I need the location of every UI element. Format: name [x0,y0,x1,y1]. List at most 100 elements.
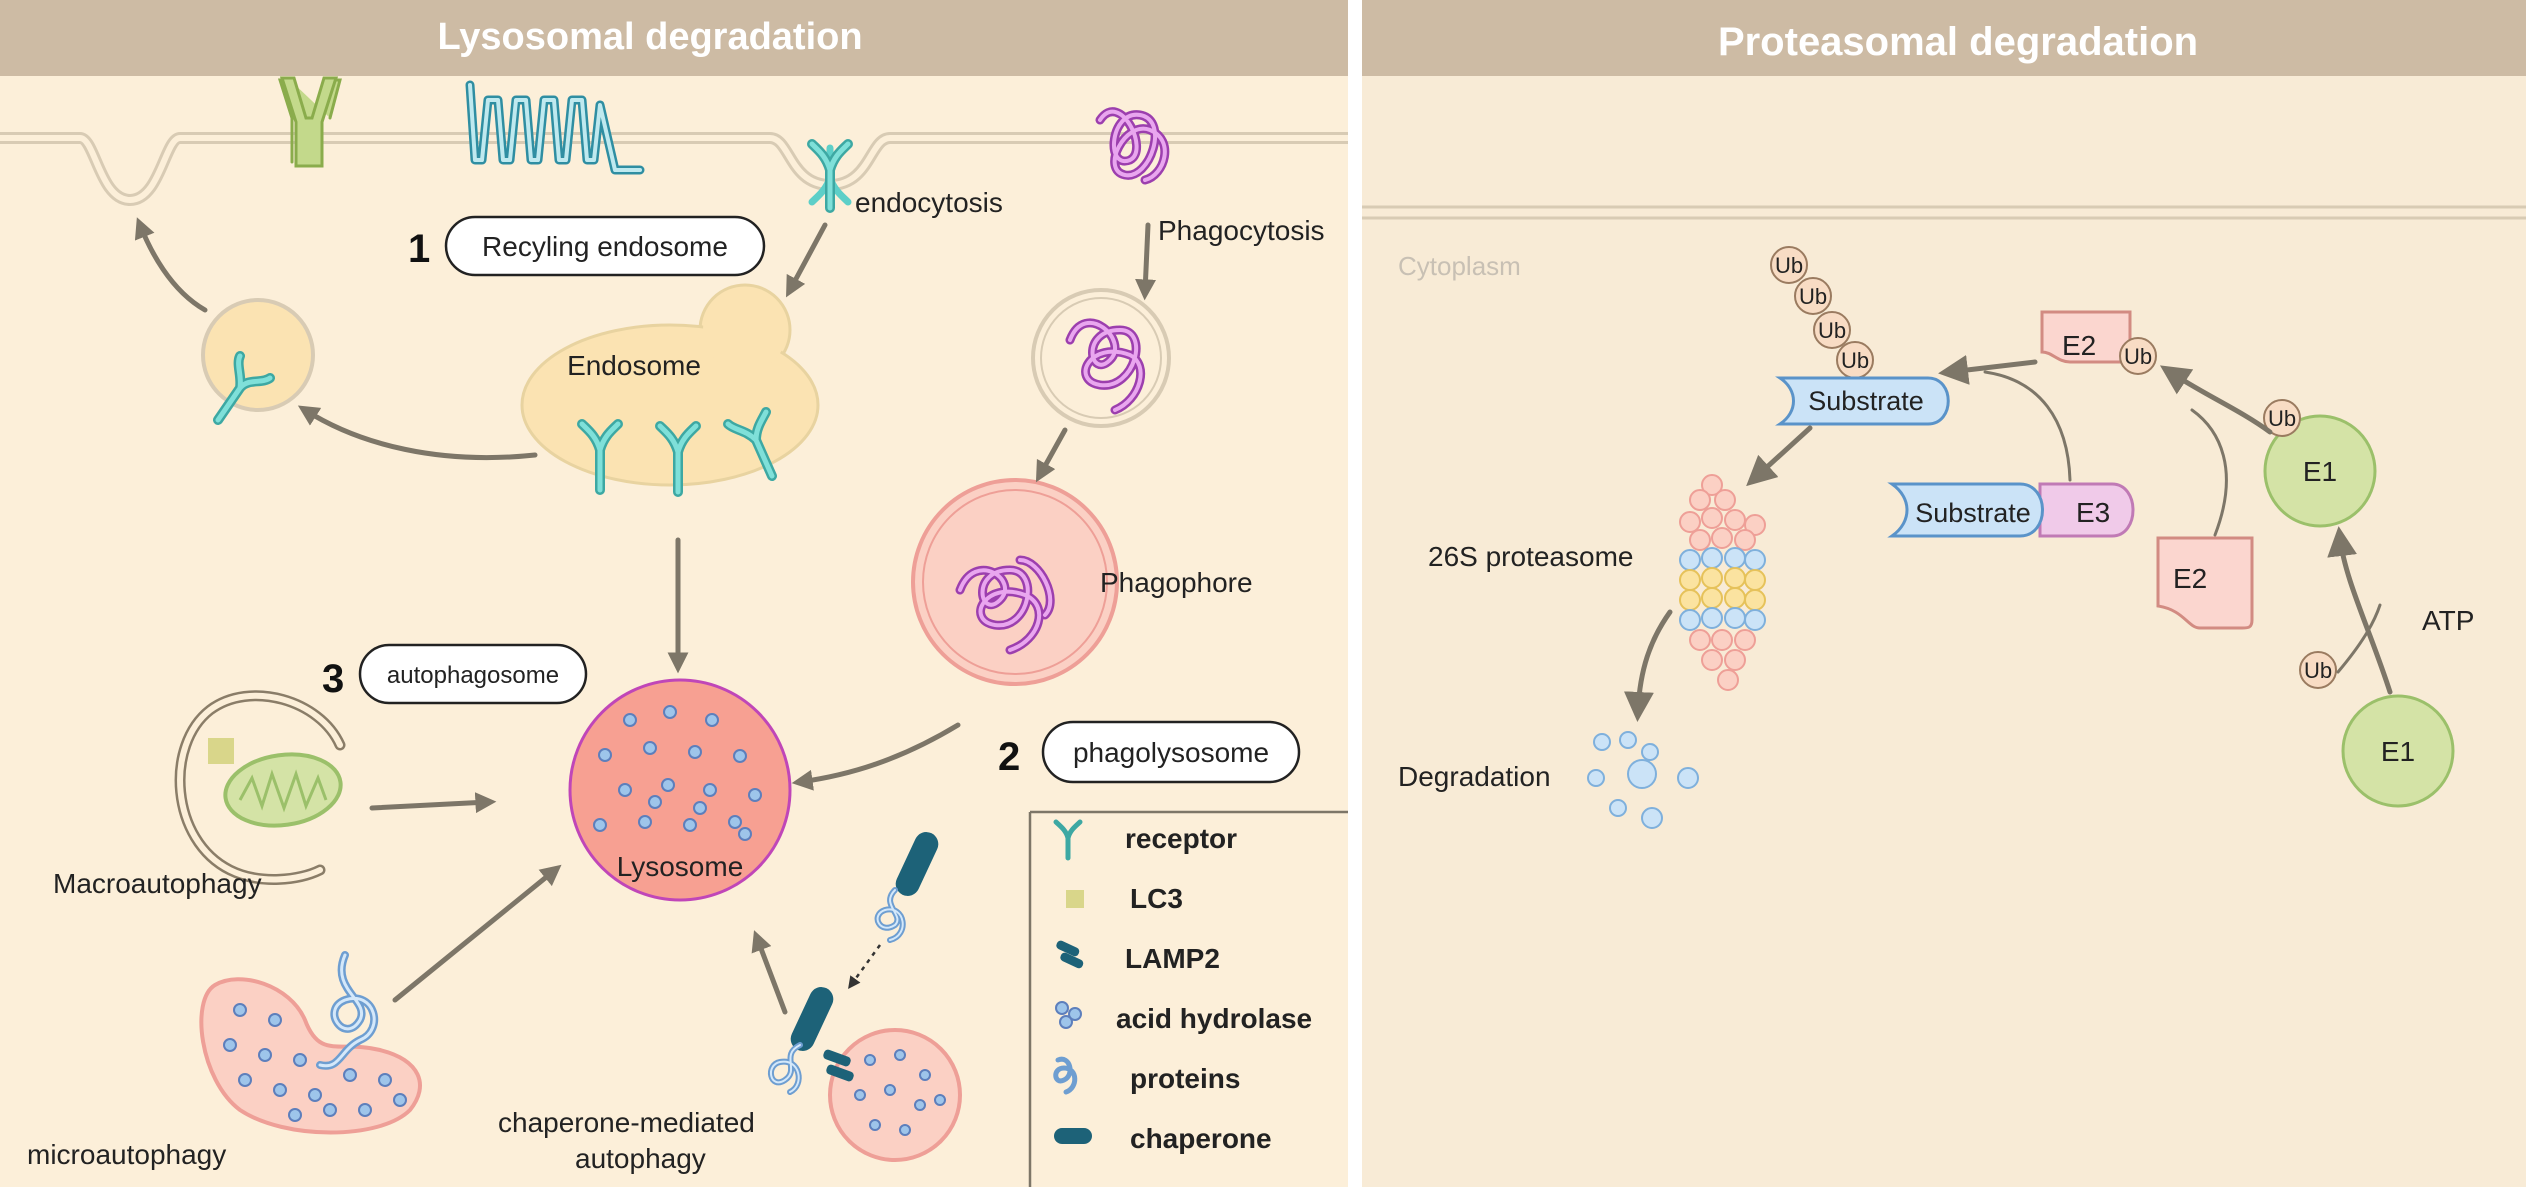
cma-chaperone-top [895,832,939,896]
vesicle-receptor [213,351,275,425]
ub-activation-arrow [2336,603,2382,674]
substrate-free-label: Substrate [1915,498,2031,528]
proteins-icon [1053,1056,1078,1095]
left-panel-title: Lysosomal degradation [437,16,862,58]
substrate-to-proteasome-arrow [1746,425,1813,487]
cma-lysosome [828,1028,962,1162]
e2-to-substrate-arrow [1938,354,2038,385]
e1-to-e2-arrow [2159,365,2273,435]
e2-charged-label: E2 [2062,330,2096,361]
cma-arrow [751,930,788,1015]
mitochondrion [223,752,343,828]
recycling-vesicle [201,298,315,412]
lc3-icon [1066,890,1084,908]
e3 [2038,482,2135,538]
lamp2-icon [1056,940,1084,969]
e1-free-label: E1 [2381,736,2415,767]
cma-label-line2: autophagy [575,1143,706,1174]
legend-chaperone: chaperone [1054,1123,1272,1154]
svg-text:proteins: proteins [1130,1063,1240,1094]
recycle-arrow [134,217,208,313]
phagophore [911,478,1119,686]
lysosomal-panel: Lysosomal degradation endocytosis Phagoc… [0,0,1348,1187]
free-ub: Ub [2299,651,2337,689]
phagolysosome-arrow [791,722,961,791]
lysosome [568,678,792,902]
phagocytosis-arrow [1135,222,1157,301]
proteasome-label: 26S proteasome [1428,541,1633,572]
svg-text:Ub: Ub [2268,406,2296,431]
right-panel-title: Proteasomal degradation [1718,20,2198,64]
phagolysosome-box [1041,720,1301,784]
svg-text:chaperone: chaperone [1130,1123,1272,1154]
svg-text:Ub: Ub [1775,253,1803,278]
svg-text:acid hydrolase: acid hydrolase [1116,1003,1312,1034]
atp-activation-arrow [2327,526,2393,695]
e2-free-label: E2 [2173,563,2207,594]
macroautophagy-label: Macroautophagy [53,868,262,899]
recycling-number: 1 [408,227,430,271]
svg-text:Ub: Ub [2304,658,2332,683]
svg-text:Ub: Ub [1841,348,1869,373]
phagophore-label: Phagophore [1100,567,1253,598]
receptor-icon [1053,819,1083,861]
proteasome-to-degradation-arrow [1623,609,1673,722]
legend: receptor LC3 LAMP2 acid hydrolase [1028,810,1348,1187]
endosome-receptors [577,407,777,497]
atp-label: ATP [2422,605,2474,636]
svg-text:Ub: Ub [2124,344,2152,369]
e3-to-transfer-arrow [1983,370,2072,482]
cma-label-line1: chaperone-mediated [498,1107,755,1138]
cma-chaperone [790,987,834,1051]
endosome-to-vesicle-arrow [297,405,538,461]
acid-hydrolase-icon [1055,1001,1082,1029]
lc3-marker [208,738,234,764]
lysosome-hydrolases [593,705,762,841]
lamp2-pair [823,1049,851,1067]
autophagosome-number: 3 [322,657,344,701]
svg-text:LC3: LC3 [1130,883,1183,914]
svg-text:receptor: receptor [1125,823,1237,854]
right-header [1362,0,2526,76]
e2-free [2156,536,2254,630]
legend-lc3: LC3 [1066,883,1183,914]
panel-divider [1348,0,1362,1187]
vesicle-to-phagophore-arrow [1035,427,1068,483]
chaperone-icon [1054,1128,1092,1144]
ub-2: Ub [1794,277,1832,315]
legend-acid-hydrolase: acid hydrolase [1055,1001,1312,1034]
substrate-free [1887,482,2044,538]
ub-4: Ub [1836,341,1874,379]
autophagosome-box [358,643,588,705]
proteasomal-panel: Proteasomal degradation Cytoplasm Ub Ub … [1362,0,2526,1187]
endocytosis-receptor [807,139,853,213]
left-header [0,0,1348,76]
legend-proteins: proteins [1053,1056,1240,1095]
phagolysosome-number: 2 [998,735,1020,779]
ub-1: Ub [1770,246,1808,284]
e1-ub: Ub [2263,399,2301,437]
microautophagy-protein [316,951,379,1070]
ubiquitin-chain: Ub Ub Ub Ub [1770,246,1874,379]
lysosomal-arrows [134,217,1157,1015]
green-receptor-shape [279,76,339,168]
svg-text:LAMP2: LAMP2 [1125,943,1220,974]
macroautophagy-arrow [369,792,497,814]
substrate-label: Substrate [1808,386,1924,416]
e2-free-to-transfer-arrow [2190,408,2228,537]
lysosome-label: Lysosome [617,851,744,882]
legend-lamp2: LAMP2 [1056,940,1220,974]
degradation-products [1587,731,1699,829]
svg-text:Ub: Ub [1799,284,1827,309]
microautophagy-vesicle [199,977,422,1135]
ub-3: Ub [1813,311,1851,349]
phagolysosome-label: phagolysosome [1073,737,1269,768]
autophagosome-label: autophagosome [387,662,559,689]
recycling-endosome-box [444,215,766,277]
endocytosis-label: endocytosis [855,187,1003,218]
phagocytosis-protein [1095,107,1170,185]
e1-charged-label: E1 [2303,456,2337,487]
recycling-endosome-label: Recyling endosome [482,231,728,262]
endosome-label: Endosome [567,350,701,381]
microautophagy-arrow [392,864,562,1003]
